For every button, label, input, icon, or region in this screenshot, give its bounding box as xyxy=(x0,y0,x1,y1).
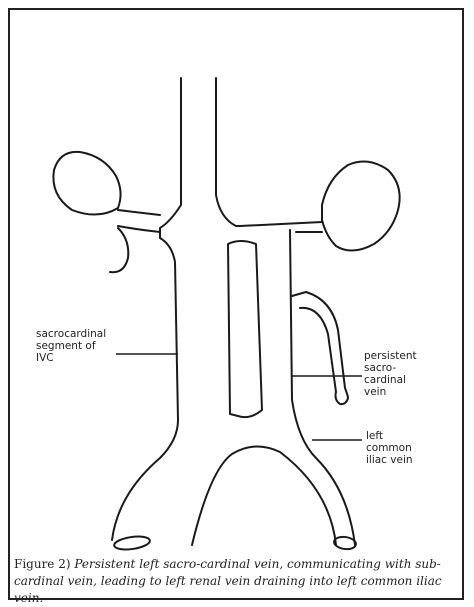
subcardinal-channel xyxy=(227,240,263,419)
right-renal-vein xyxy=(117,209,161,233)
ivc-right-wall-upper xyxy=(215,77,241,227)
right-kidney-lower xyxy=(109,227,130,274)
label-left-common-iliac-vein: left common iliac vein xyxy=(366,430,413,466)
figure-frame xyxy=(8,8,464,600)
left-iliac-outer-wall xyxy=(289,229,356,546)
left-iliac-end xyxy=(333,535,357,551)
caption-lead: Figure 2) xyxy=(14,557,71,571)
label-sacrocardinal-segment: sacrocardinal segment of IVC xyxy=(36,328,107,364)
right-kidney xyxy=(52,150,122,216)
persistent-sacrocardinal-vein xyxy=(291,291,349,406)
figure-caption: Figure 2) Persistent left sacro-cardinal… xyxy=(14,556,460,607)
left-kidney xyxy=(321,160,401,252)
left-renal-vein xyxy=(239,221,323,233)
right-iliac-end xyxy=(113,535,151,551)
bifurcation-crotch xyxy=(191,445,337,546)
ivc-left-wall xyxy=(111,77,182,541)
caption-text: Persistent left sacro-cardinal vein, com… xyxy=(14,557,442,605)
label-persistent-sacrocardinal-vein: persistent sacro- cardinal vein xyxy=(364,350,417,398)
